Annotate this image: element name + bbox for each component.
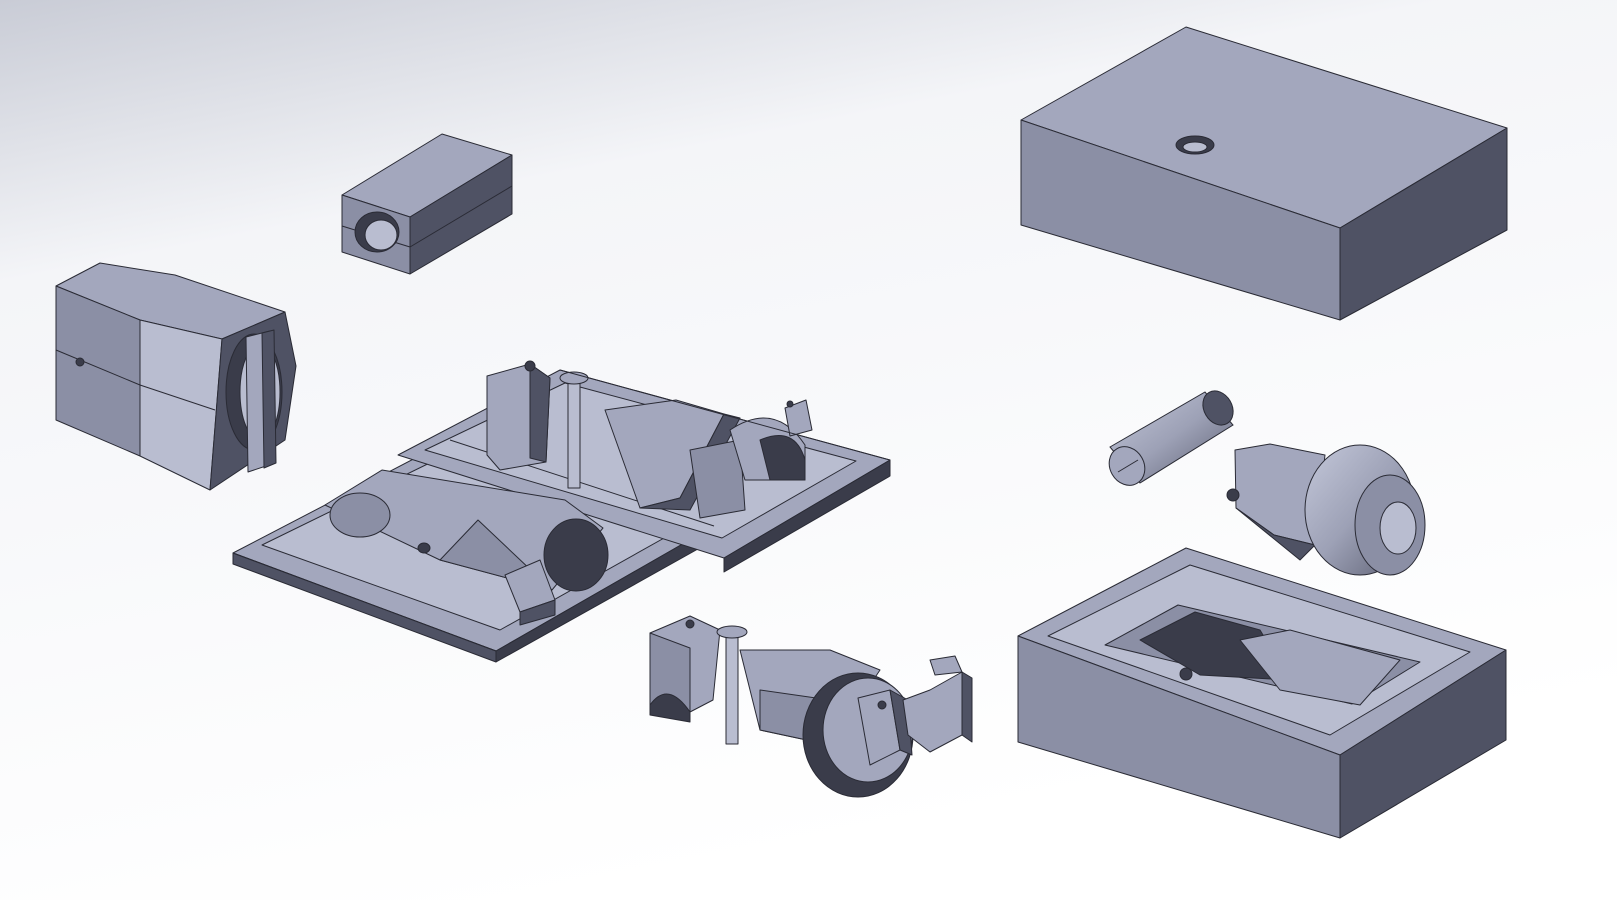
core-box-left[interactable] [55, 262, 297, 491]
valve-casting[interactable] [649, 615, 973, 798]
pattern-half-lower[interactable] [324, 469, 609, 626]
flask-drag[interactable] [1017, 547, 1507, 839]
flask-cope[interactable] [1020, 26, 1508, 321]
core-box-cover[interactable] [559, 369, 891, 461]
cylindrical-core[interactable] [1226, 443, 1426, 576]
core-box-drag[interactable] [232, 552, 497, 652]
cylinder-pin[interactable] [1102, 385, 1239, 491]
split-pattern-plate[interactable] [232, 360, 891, 663]
cap-block[interactable] [341, 133, 513, 275]
pattern-half-upper[interactable] [486, 360, 813, 519]
